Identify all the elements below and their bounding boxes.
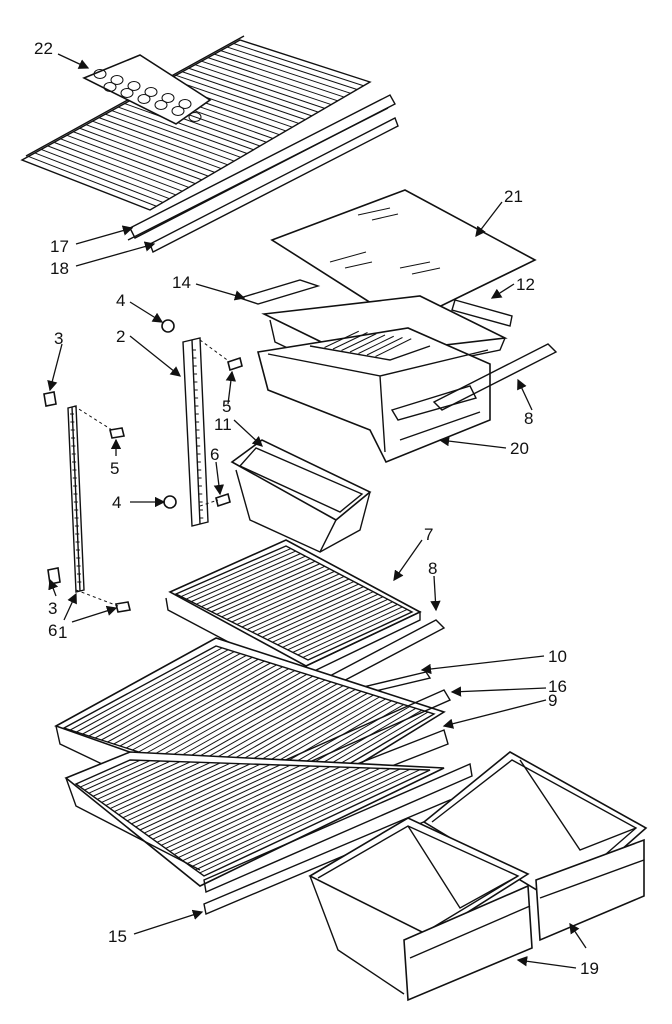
callout-2: 2 (116, 327, 125, 346)
callout-4b: 4 (112, 493, 121, 512)
callout-11: 11 (214, 415, 232, 434)
callout-5a: 5 (222, 397, 231, 416)
callout-5b: 5 (110, 459, 119, 478)
callout-20: 20 (510, 439, 529, 458)
callout-22: 22 (34, 39, 53, 58)
callout-12: 12 (516, 275, 535, 294)
callout-6b: 6 (48, 621, 57, 640)
leader-lines (47, 53, 587, 969)
callout-18: 18 (50, 259, 69, 278)
callout-19: 19 (580, 959, 599, 978)
callout-16: 16 (548, 677, 567, 696)
shelf-ladder-left (67, 405, 85, 593)
crisper-cover-bottom (64, 751, 473, 915)
glass-cover (270, 189, 537, 325)
shelf-rail-8-upper (432, 343, 558, 411)
shelf-ladder-right (182, 337, 209, 527)
callout-10: 10 (548, 647, 567, 666)
callout-3b: 3 (48, 599, 57, 618)
callout-9: 9 (548, 691, 557, 710)
callout-3a: 3 (54, 329, 63, 348)
callout-21: 21 (504, 187, 523, 206)
egg-tray (82, 54, 212, 125)
callout-4a: 4 (116, 291, 125, 310)
callout-labels: 22 17 18 21 14 12 4 3 2 5 8 11 20 5 6 4 … (34, 39, 599, 978)
callout-15: 15 (108, 927, 127, 946)
callout-1: 1 (58, 623, 67, 642)
crisper-pan-upper (237, 279, 513, 464)
callout-7: 7 (424, 525, 433, 544)
hardware (43, 319, 243, 613)
callout-8a: 8 (524, 409, 533, 428)
callout-14: 14 (172, 273, 191, 292)
callout-8b: 8 (428, 559, 437, 578)
crisper-drawer-left (308, 817, 533, 1002)
callout-17: 17 (50, 237, 69, 256)
dairy-bin (230, 439, 372, 553)
callout-6a: 6 (210, 445, 219, 464)
